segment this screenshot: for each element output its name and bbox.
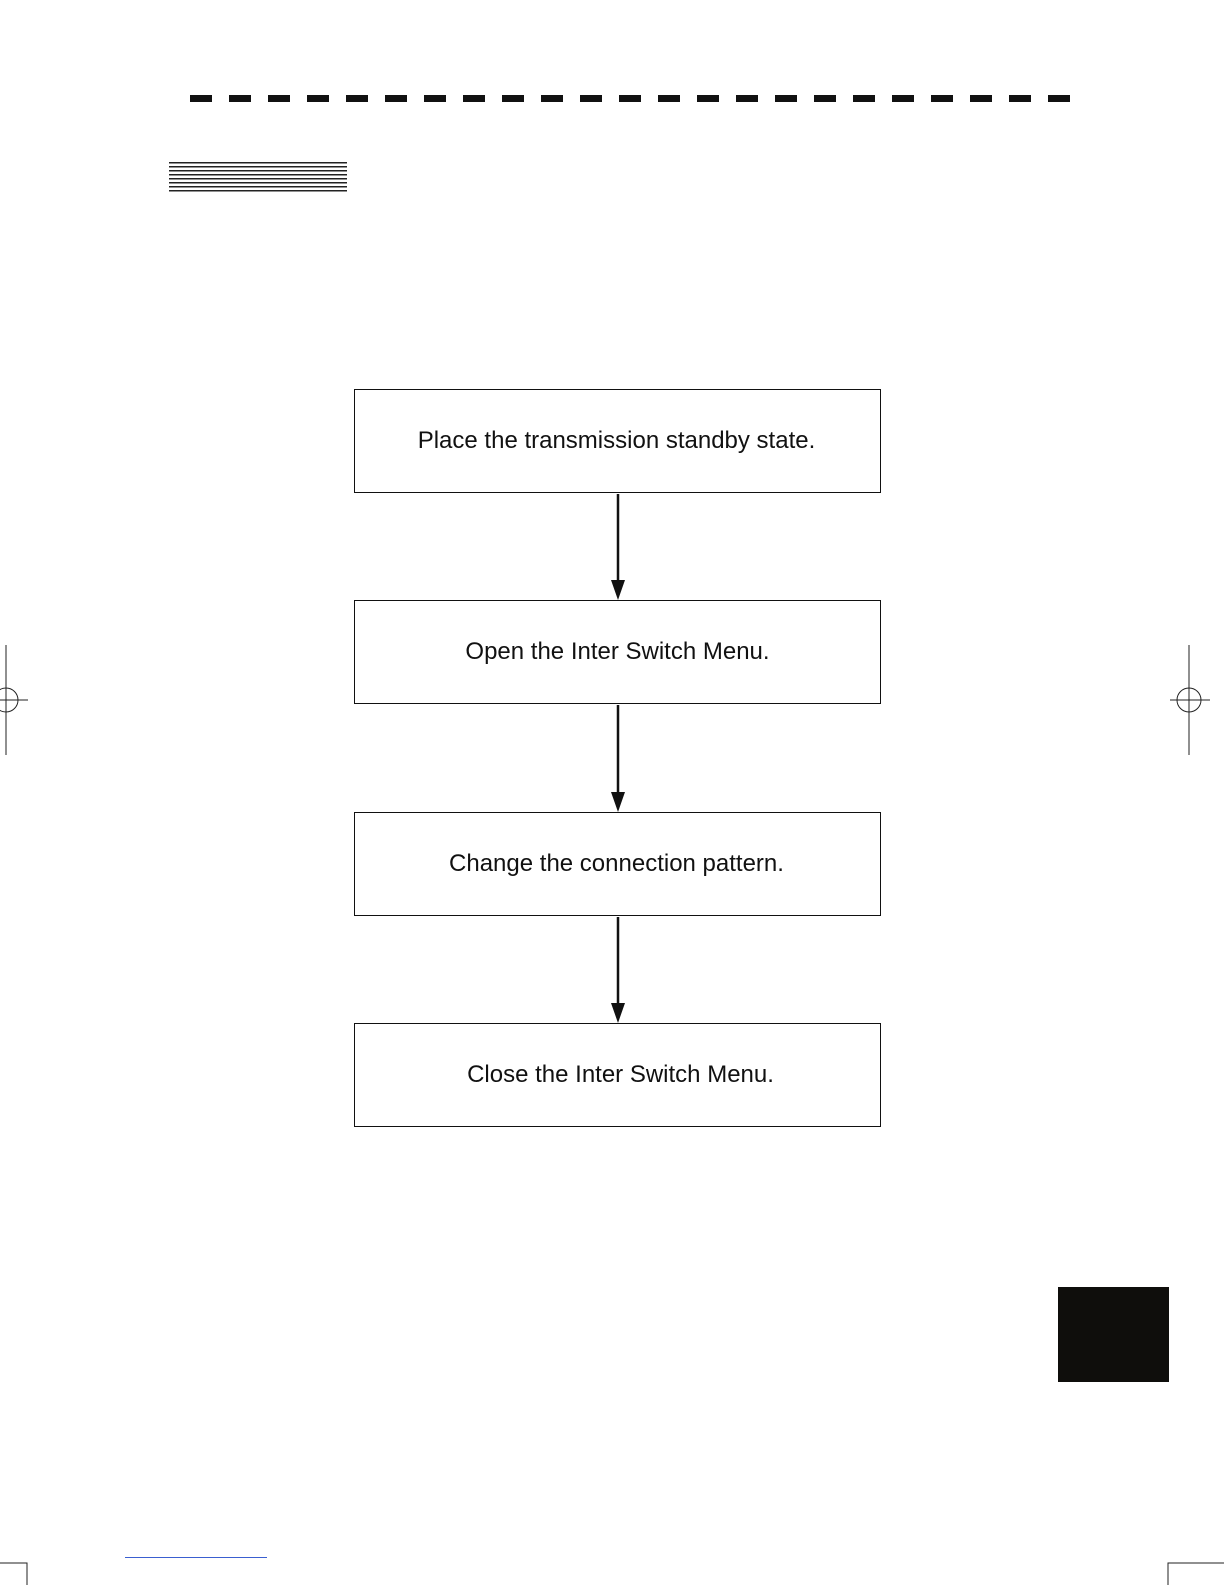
chapter-tab xyxy=(1058,1287,1169,1382)
flow-step-label: Open the Inter Switch Menu. xyxy=(465,638,769,666)
flow-step-label: Change the connection pattern. xyxy=(449,850,784,878)
crop-mark-icon xyxy=(1164,1555,1224,1585)
flow-arrow-3-4 xyxy=(611,917,625,1023)
flow-step-1: Place the transmission standby state. xyxy=(354,389,881,493)
flow-arrow-2-3 xyxy=(611,705,625,812)
header-dashed-rule xyxy=(190,95,1074,102)
crop-mark-icon xyxy=(0,1555,60,1585)
flow-step-3: Change the connection pattern. xyxy=(354,812,881,916)
footer-rule xyxy=(125,1557,267,1558)
registration-mark-icon xyxy=(0,645,28,755)
flow-step-label: Place the transmission standby state. xyxy=(418,427,816,455)
flow-arrow-1-2 xyxy=(611,494,625,600)
registration-mark-icon xyxy=(1170,645,1210,755)
flow-step-label: Close the Inter Switch Menu. xyxy=(467,1061,774,1089)
flow-step-4: Close the Inter Switch Menu. xyxy=(354,1023,881,1127)
section-hatch-marker xyxy=(169,162,347,192)
flow-step-2: Open the Inter Switch Menu. xyxy=(354,600,881,704)
